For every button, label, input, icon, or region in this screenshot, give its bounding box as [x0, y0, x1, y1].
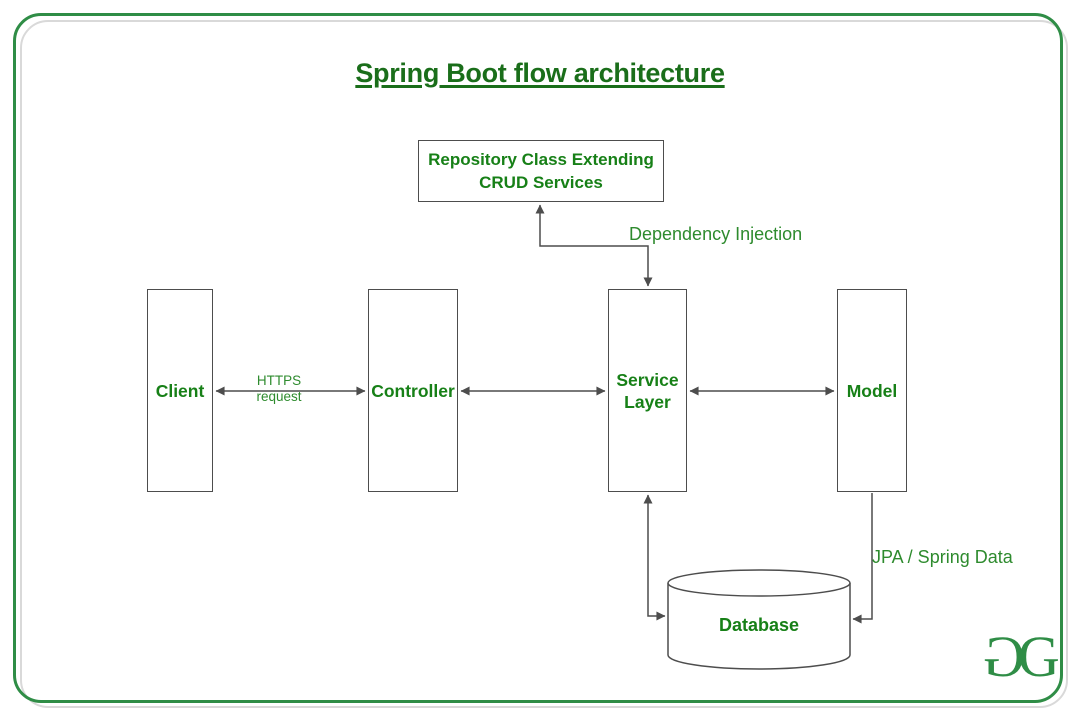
node-controller: Controller	[368, 289, 458, 492]
dependency-injection-label: Dependency Injection	[629, 224, 803, 244]
page-title: Spring Boot flow architecture	[355, 58, 725, 88]
node-database-label: Database	[718, 615, 800, 635]
https-request-label: HTTPS request	[256, 373, 302, 404]
node-client-label: Client	[155, 380, 205, 401]
node-repository-class: Repository Class Extending CRUD Services	[418, 140, 664, 202]
node-model: Model	[837, 289, 907, 492]
database-cylinder-shape	[667, 569, 851, 670]
card-shadow-border	[20, 20, 1068, 708]
jpa-spring-data-label: JPA / Spring Data	[872, 547, 1013, 567]
geeksforgeeks-logo-icon: GG	[983, 624, 1060, 689]
connector-service-to-repository	[535, 204, 653, 287]
node-model-label: Model	[846, 380, 898, 401]
gfg-logo-left-g: G	[983, 624, 1025, 689]
card-green-border	[13, 13, 1063, 703]
connector-model-database	[852, 493, 873, 624]
node-repository-label: Repository Class Extending CRUD Services	[428, 150, 654, 192]
node-controller-label: Controller	[371, 380, 455, 401]
connector-service-database	[643, 494, 666, 621]
node-client: Client	[147, 289, 213, 492]
node-service-layer-label: Service Layer	[616, 369, 679, 412]
node-service-layer: Service Layer	[608, 289, 687, 492]
gfg-logo-right-g: G	[1017, 624, 1060, 689]
